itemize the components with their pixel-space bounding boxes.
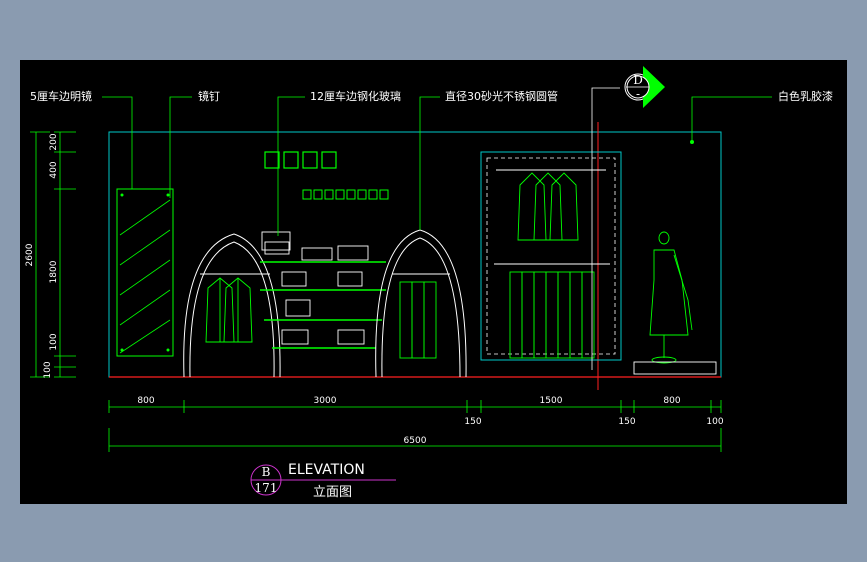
drawing-sheet: 5厘车边明镜 镜钉 12厘车边钢化玻璃 直径30砂光不锈钢圆管 白色乳胶漆 D … xyxy=(20,60,847,504)
dim-3000: 3000 xyxy=(314,396,337,406)
drawing-title: ELEVATION xyxy=(288,462,365,478)
dim-1500: 1500 xyxy=(540,396,563,406)
paint-leader-dot xyxy=(690,140,694,144)
title-block-letter: B xyxy=(262,465,271,479)
wall-outline xyxy=(108,131,722,378)
dim-left-400: 400 xyxy=(49,161,59,178)
right-arch-rack xyxy=(375,229,467,378)
dim-150-a: 150 xyxy=(464,417,481,427)
section-marker: D - xyxy=(591,66,665,370)
section-marker-letter: D xyxy=(633,73,643,87)
right-hanging-pants xyxy=(399,281,437,359)
dim-left-1800: 1800 xyxy=(49,260,59,283)
left-hanging-clothes xyxy=(205,277,253,343)
mannequin xyxy=(633,231,717,375)
display-window xyxy=(480,151,622,361)
drawing-subtitle: 立面图 xyxy=(313,485,352,500)
left-dimension-chain xyxy=(30,131,76,378)
section-marker-sheet: - xyxy=(636,87,640,101)
dim-left-total: 2600 xyxy=(25,243,35,266)
label-glass: 12厘车边钢化玻璃 xyxy=(310,89,401,103)
label-mirror: 5厘车边明镜 xyxy=(30,89,92,103)
dim-total: 6500 xyxy=(404,436,427,446)
folded-clothes xyxy=(261,231,369,345)
window-upper-clothes xyxy=(517,172,579,241)
glass-shelves xyxy=(260,261,386,349)
store-slogan xyxy=(302,189,389,200)
label-tube: 直径30砂光不锈钢圆管 xyxy=(445,89,558,103)
dim-150-b: 150 xyxy=(618,417,635,427)
label-paint: 白色乳胶漆 xyxy=(778,89,833,103)
dim-left-200: 200 xyxy=(49,133,59,150)
window-lower-pants xyxy=(509,271,595,359)
title-block-sheet: 171 xyxy=(255,481,278,495)
dim-800-right: 800 xyxy=(663,396,680,406)
label-nail: 镜钉 xyxy=(198,89,220,103)
dim-left-100-a: 100 xyxy=(49,333,59,350)
dim-left-100-b: 100 xyxy=(43,361,53,378)
mirror-panel xyxy=(116,188,174,357)
dim-100: 100 xyxy=(706,417,723,427)
leader-lines xyxy=(102,96,772,236)
title-block: B 171 ELEVATION 立面图 xyxy=(250,462,396,500)
left-arch-rack xyxy=(183,233,281,378)
store-logo xyxy=(264,151,337,169)
dim-800-left: 800 xyxy=(137,396,154,406)
bottom-dimension-chain xyxy=(108,400,722,452)
elevation-drawing: 5厘车边明镜 镜钉 12厘车边钢化玻璃 直径30砂光不锈钢圆管 白色乳胶漆 D … xyxy=(25,66,833,500)
